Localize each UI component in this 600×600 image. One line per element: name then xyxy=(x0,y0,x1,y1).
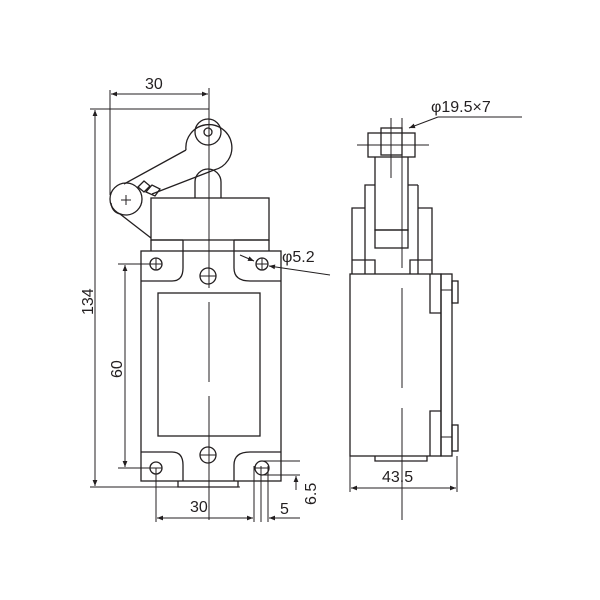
dim-label: φ19.5×7 xyxy=(431,99,491,116)
dim-label: 43.5 xyxy=(382,469,413,486)
roller-side xyxy=(367,127,416,249)
dimension-roller: φ19.5×7 xyxy=(408,99,522,129)
roller xyxy=(123,118,233,195)
body-side xyxy=(349,273,459,462)
switch-head xyxy=(150,197,270,251)
window xyxy=(157,292,261,437)
front-view: 30 134 60 30 5 xyxy=(80,76,331,522)
dim-label: 5 xyxy=(280,501,289,518)
dimension-30-top: 30 xyxy=(109,76,208,195)
dim-label: φ5.2 xyxy=(282,249,315,266)
dim-label: 60 xyxy=(109,360,126,378)
dim-label: 30 xyxy=(190,499,208,516)
dimension-6.5: 6.5 xyxy=(262,460,320,505)
dim-label: 30 xyxy=(145,76,163,93)
dim-label: 6.5 xyxy=(303,483,320,505)
dimension-43.5: 43.5 xyxy=(349,456,458,492)
dimension-60: 60 xyxy=(109,263,150,469)
dimension-134: 134 xyxy=(80,108,240,488)
switch-body xyxy=(140,250,282,488)
lever-arm xyxy=(109,168,222,239)
dimension-5: 5 xyxy=(269,501,300,521)
side-view: 43.5 φ19.5×7 xyxy=(349,99,522,520)
dimension-30-bottom: 30 xyxy=(155,466,269,522)
dim-label: 134 xyxy=(80,288,97,315)
head-side xyxy=(351,184,433,274)
dimension-hole-diameter: φ5.2 xyxy=(239,249,331,276)
